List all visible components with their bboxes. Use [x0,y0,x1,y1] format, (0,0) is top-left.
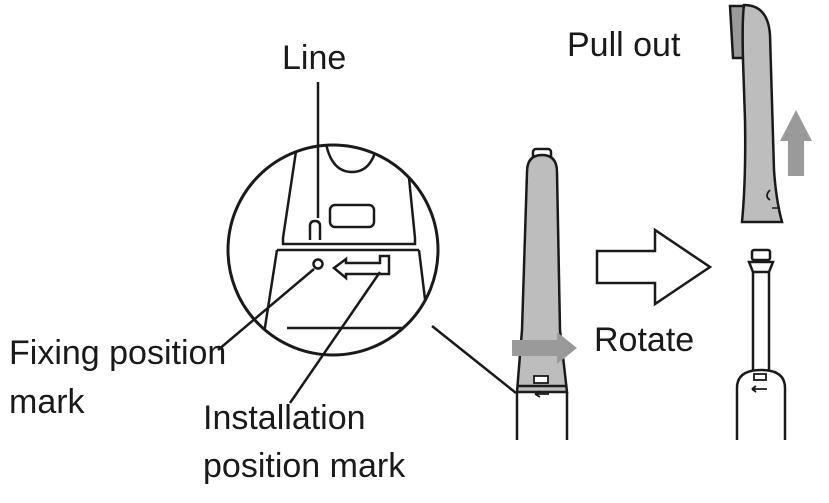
removed-brush-head [728,3,812,224]
pull-out-label: Pull out [567,26,681,64]
next-step-arrow [595,227,713,307]
rotate-arrow [512,332,577,364]
fixing-position-label-line2: mark [9,383,85,421]
rotate-label: Rotate [594,321,695,359]
installation-position-label-line1: Installation [203,399,366,437]
magnifier-leader-line [431,325,517,394]
middle-toothbrush [512,147,577,440]
fixing-position-dot [312,258,324,270]
line-mark [308,219,322,240]
removed-head-body [740,3,784,224]
shaft-tip [750,248,772,262]
installation-position-label-line2: position mark [203,447,406,485]
shaft-body [751,272,771,370]
middle-brush-head [515,153,569,394]
magnified-brush-notch [323,145,380,174]
line-label: Line [282,39,347,77]
installation-label-leader [288,271,382,404]
magnifier-circle [226,143,440,357]
magnified-brush-window [328,203,376,229]
fixing-position-label-line1: Fixing position [9,334,227,372]
fixing-label-leader [217,268,315,351]
handle-body [735,388,787,440]
pull-out-arrow [780,110,812,176]
magnified-brush-head [281,145,417,246]
handle-with-shaft [735,248,787,440]
shaft-collar [747,260,775,274]
installation-arrow-mark [331,254,391,281]
middle-handle [515,392,569,440]
